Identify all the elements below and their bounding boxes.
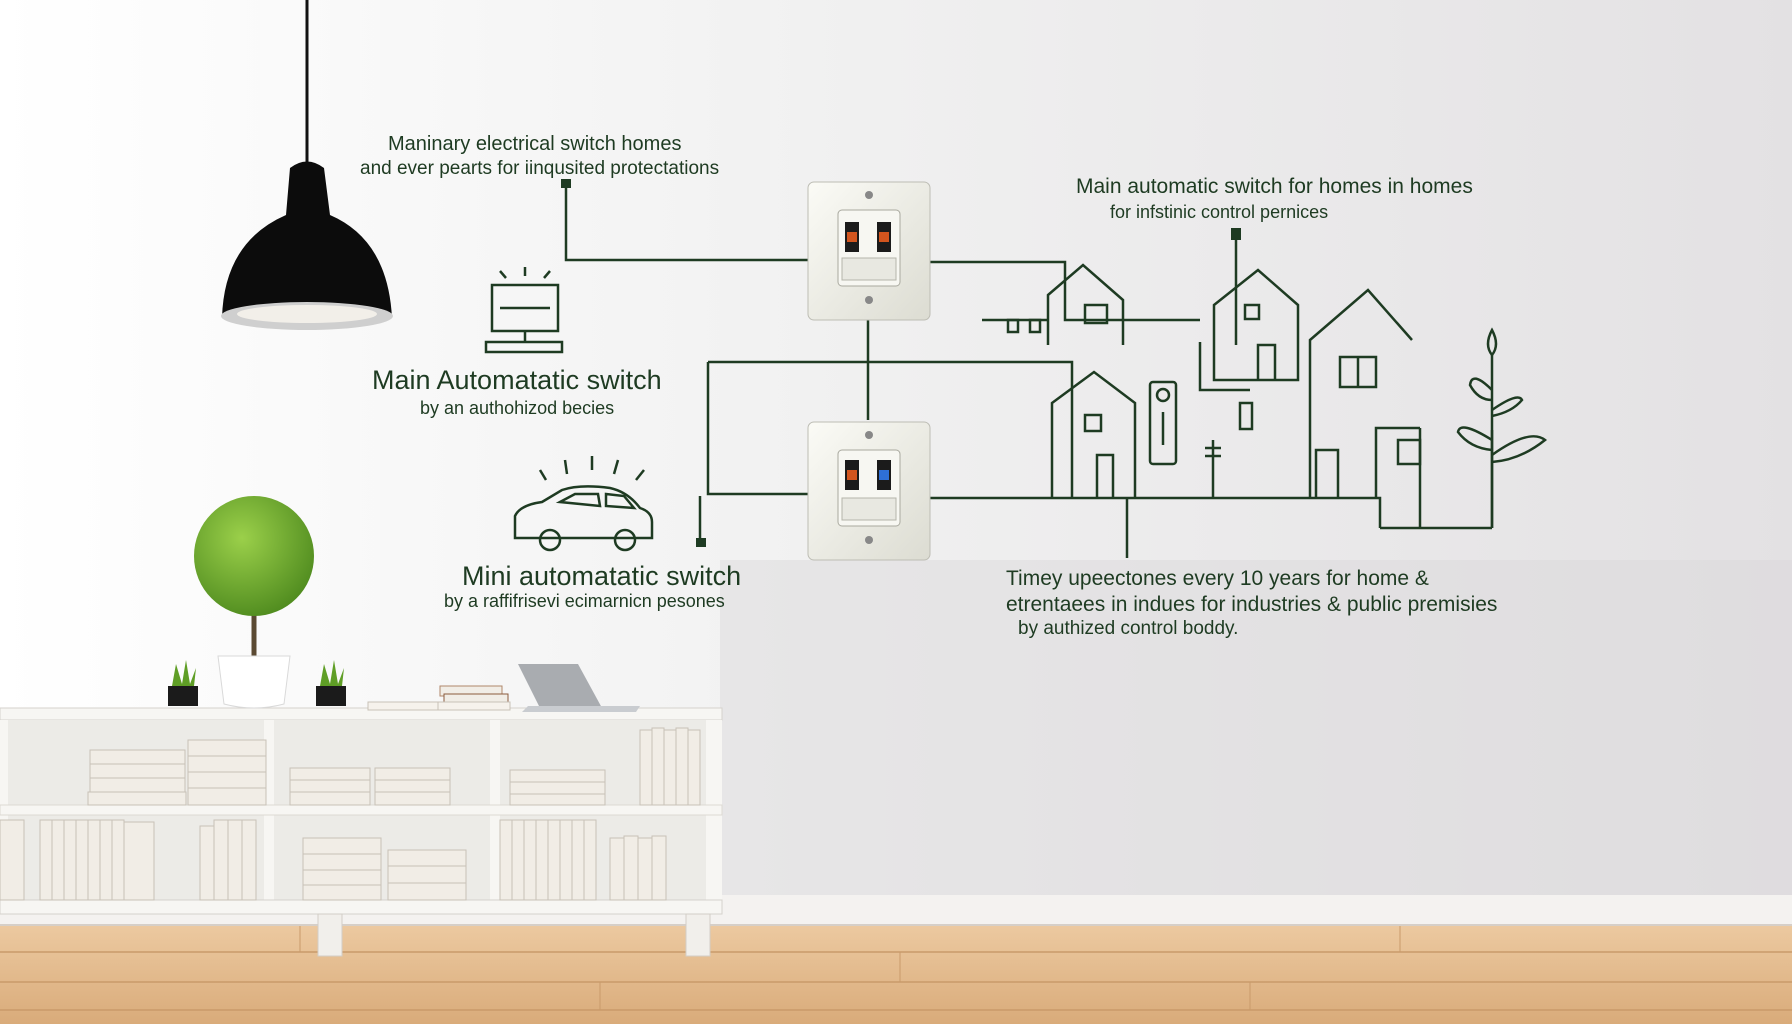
circuit-breaker-icon <box>807 181 931 321</box>
small-plant <box>168 660 198 706</box>
house-icon <box>982 263 1422 528</box>
label-right-line-2: for infstinic control pernices <box>1110 202 1329 222</box>
monitor-icon <box>484 267 564 354</box>
label-bottom-line-2: etrentaees in indues for industries & pu… <box>1006 593 1498 616</box>
laptop <box>518 664 640 712</box>
label-bottom-line-3: by authized control boddy. <box>1018 618 1239 639</box>
plant-icon <box>1456 327 1548 528</box>
label-top-line-1: Maninary electrical switch homes <box>388 133 682 155</box>
wall-shadow <box>720 560 1792 900</box>
potted-tree <box>194 496 314 709</box>
circuit-breaker-icon <box>807 421 931 561</box>
wooden-floor <box>0 926 1792 1024</box>
label-mini-switch-subtitle: by a raffifrisevi ecimarnicn pesones <box>444 591 725 611</box>
label-top-line-2: and ever pearts for iinqusited protectat… <box>360 158 720 179</box>
pendant-lamp-icon <box>221 0 393 330</box>
bookshelf <box>0 685 723 957</box>
label-main-switch-subtitle: by an authohizod becies <box>420 398 615 418</box>
label-mini-switch-title: Mini automatatic switch <box>462 561 742 591</box>
small-plant <box>316 660 346 706</box>
label-main-switch-title: Main Automatatic switch <box>372 365 662 395</box>
label-bottom-line-1: Timey upeectones every 10 years for home… <box>1006 567 1429 590</box>
car-icon <box>513 456 654 552</box>
label-right-line-1: Main automatic switch for homes in homes <box>1076 175 1473 198</box>
